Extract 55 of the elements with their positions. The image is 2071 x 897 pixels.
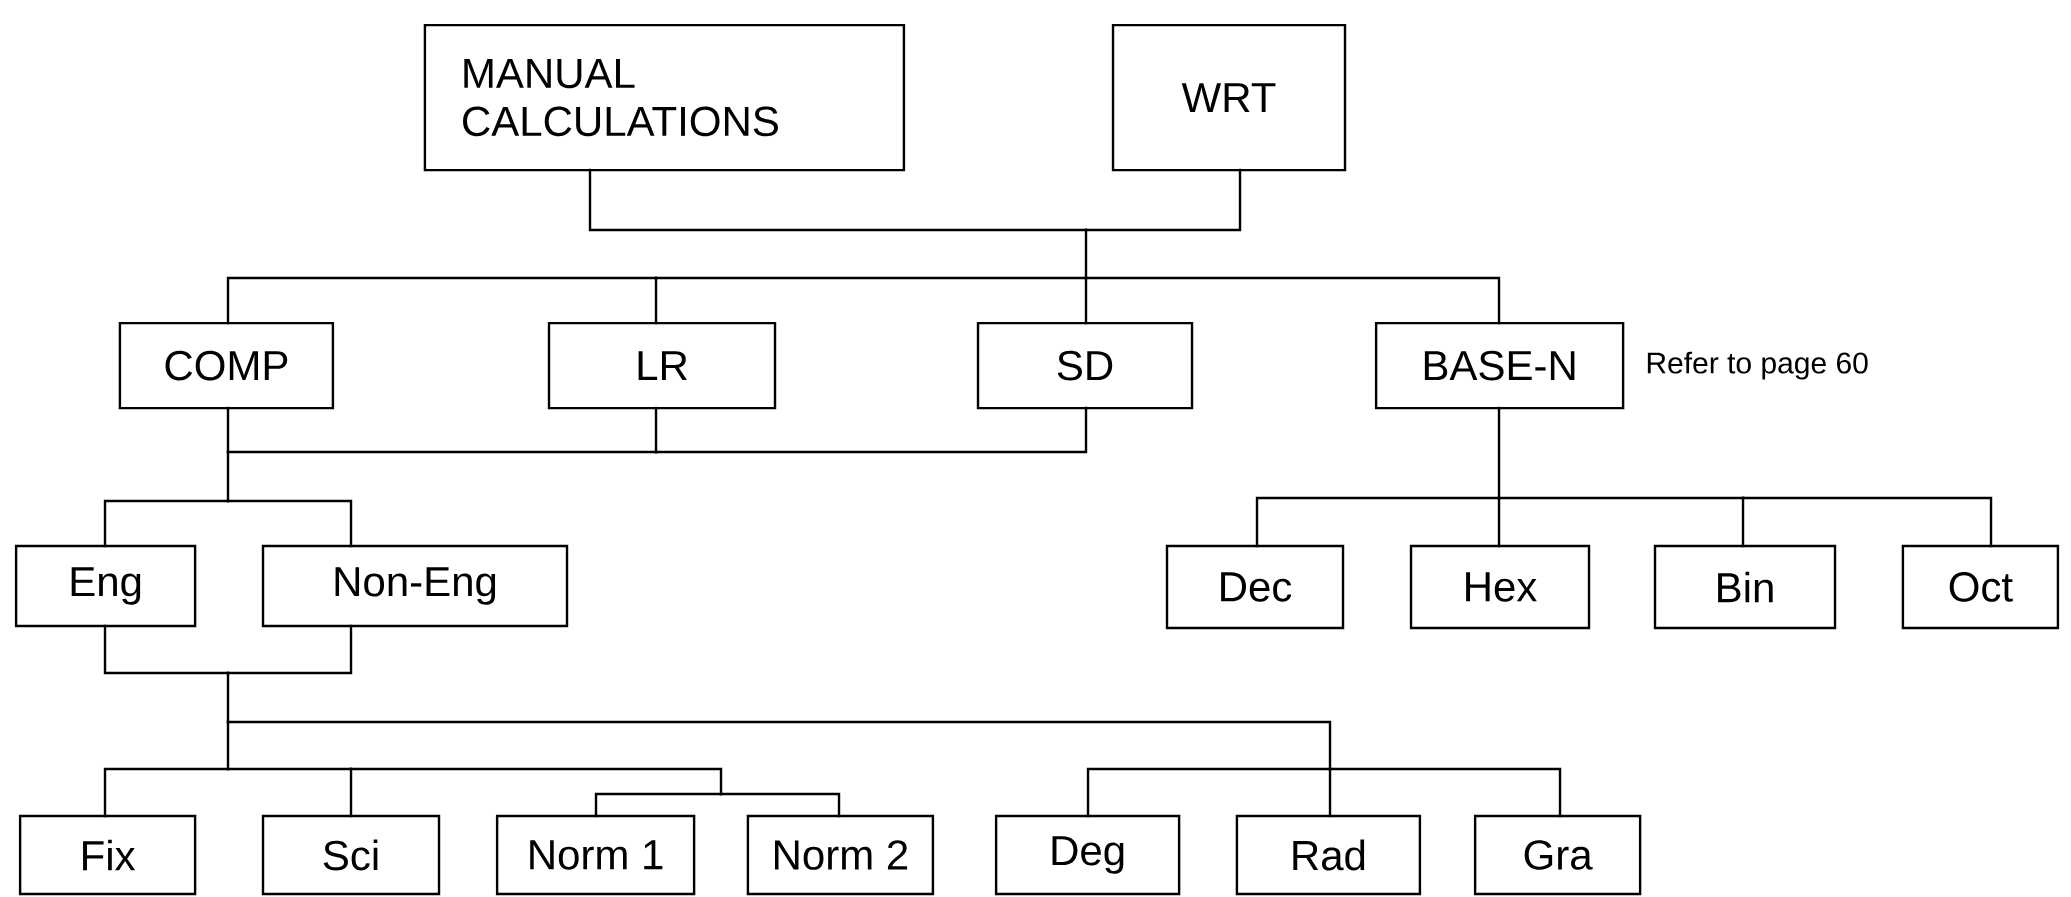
- connector: [349, 767, 353, 818]
- connector: [654, 406, 658, 454]
- connector: [349, 767, 723, 796]
- connector: [226, 406, 230, 454]
- box: Rad: [1235, 814, 1422, 896]
- box: BASE-N: [1374, 321, 1625, 410]
- connector: [226, 276, 658, 325]
- connector: [103, 624, 230, 675]
- connector: [1328, 767, 1332, 818]
- connector: [226, 720, 1332, 771]
- note: Refer to page 60: [1647, 351, 1868, 380]
- connector: [226, 450, 230, 503]
- connector: [1328, 767, 1562, 818]
- connector: [1741, 496, 1993, 548]
- connector: [594, 792, 723, 818]
- connector: [226, 671, 230, 724]
- connector: [1084, 276, 1088, 325]
- box: Oct: [1901, 544, 2060, 630]
- connector: [226, 450, 658, 454]
- box: LR: [547, 321, 777, 410]
- connector: [654, 276, 658, 325]
- connector: [1255, 496, 1501, 548]
- box: Sci: [261, 814, 441, 896]
- box: SD: [976, 321, 1194, 410]
- connector: [719, 792, 841, 818]
- connector: [1084, 168, 1242, 232]
- box: Dec: [1165, 544, 1345, 630]
- box: Gra: [1473, 814, 1642, 896]
- box: Norm 2: [746, 814, 935, 896]
- connector: [654, 406, 1088, 454]
- box: Non-Eng: [261, 544, 569, 628]
- box: WRT: [1111, 23, 1347, 172]
- box: Deg: [994, 814, 1181, 896]
- box: Hex: [1409, 544, 1591, 630]
- connector: [226, 624, 353, 675]
- connector: [1086, 767, 1332, 818]
- box: Eng: [14, 544, 197, 628]
- connector: [1084, 276, 1501, 325]
- connector: [1497, 496, 1745, 500]
- connector: [1497, 496, 1501, 548]
- box: Fix: [18, 814, 197, 896]
- box: Bin: [1653, 544, 1837, 630]
- box: MANUAL CALCULATIONS: [423, 23, 906, 172]
- connector: [226, 720, 230, 771]
- connector: [103, 767, 230, 818]
- connector: [226, 499, 353, 548]
- connector: [103, 499, 230, 548]
- connector: [654, 276, 1088, 280]
- box: Norm 1: [495, 814, 696, 896]
- connector: [1497, 406, 1501, 500]
- box: COMP: [118, 321, 335, 410]
- connector: [1741, 496, 1745, 548]
- connector: [1084, 228, 1088, 280]
- connector: [588, 168, 1088, 232]
- connector: [226, 767, 353, 771]
